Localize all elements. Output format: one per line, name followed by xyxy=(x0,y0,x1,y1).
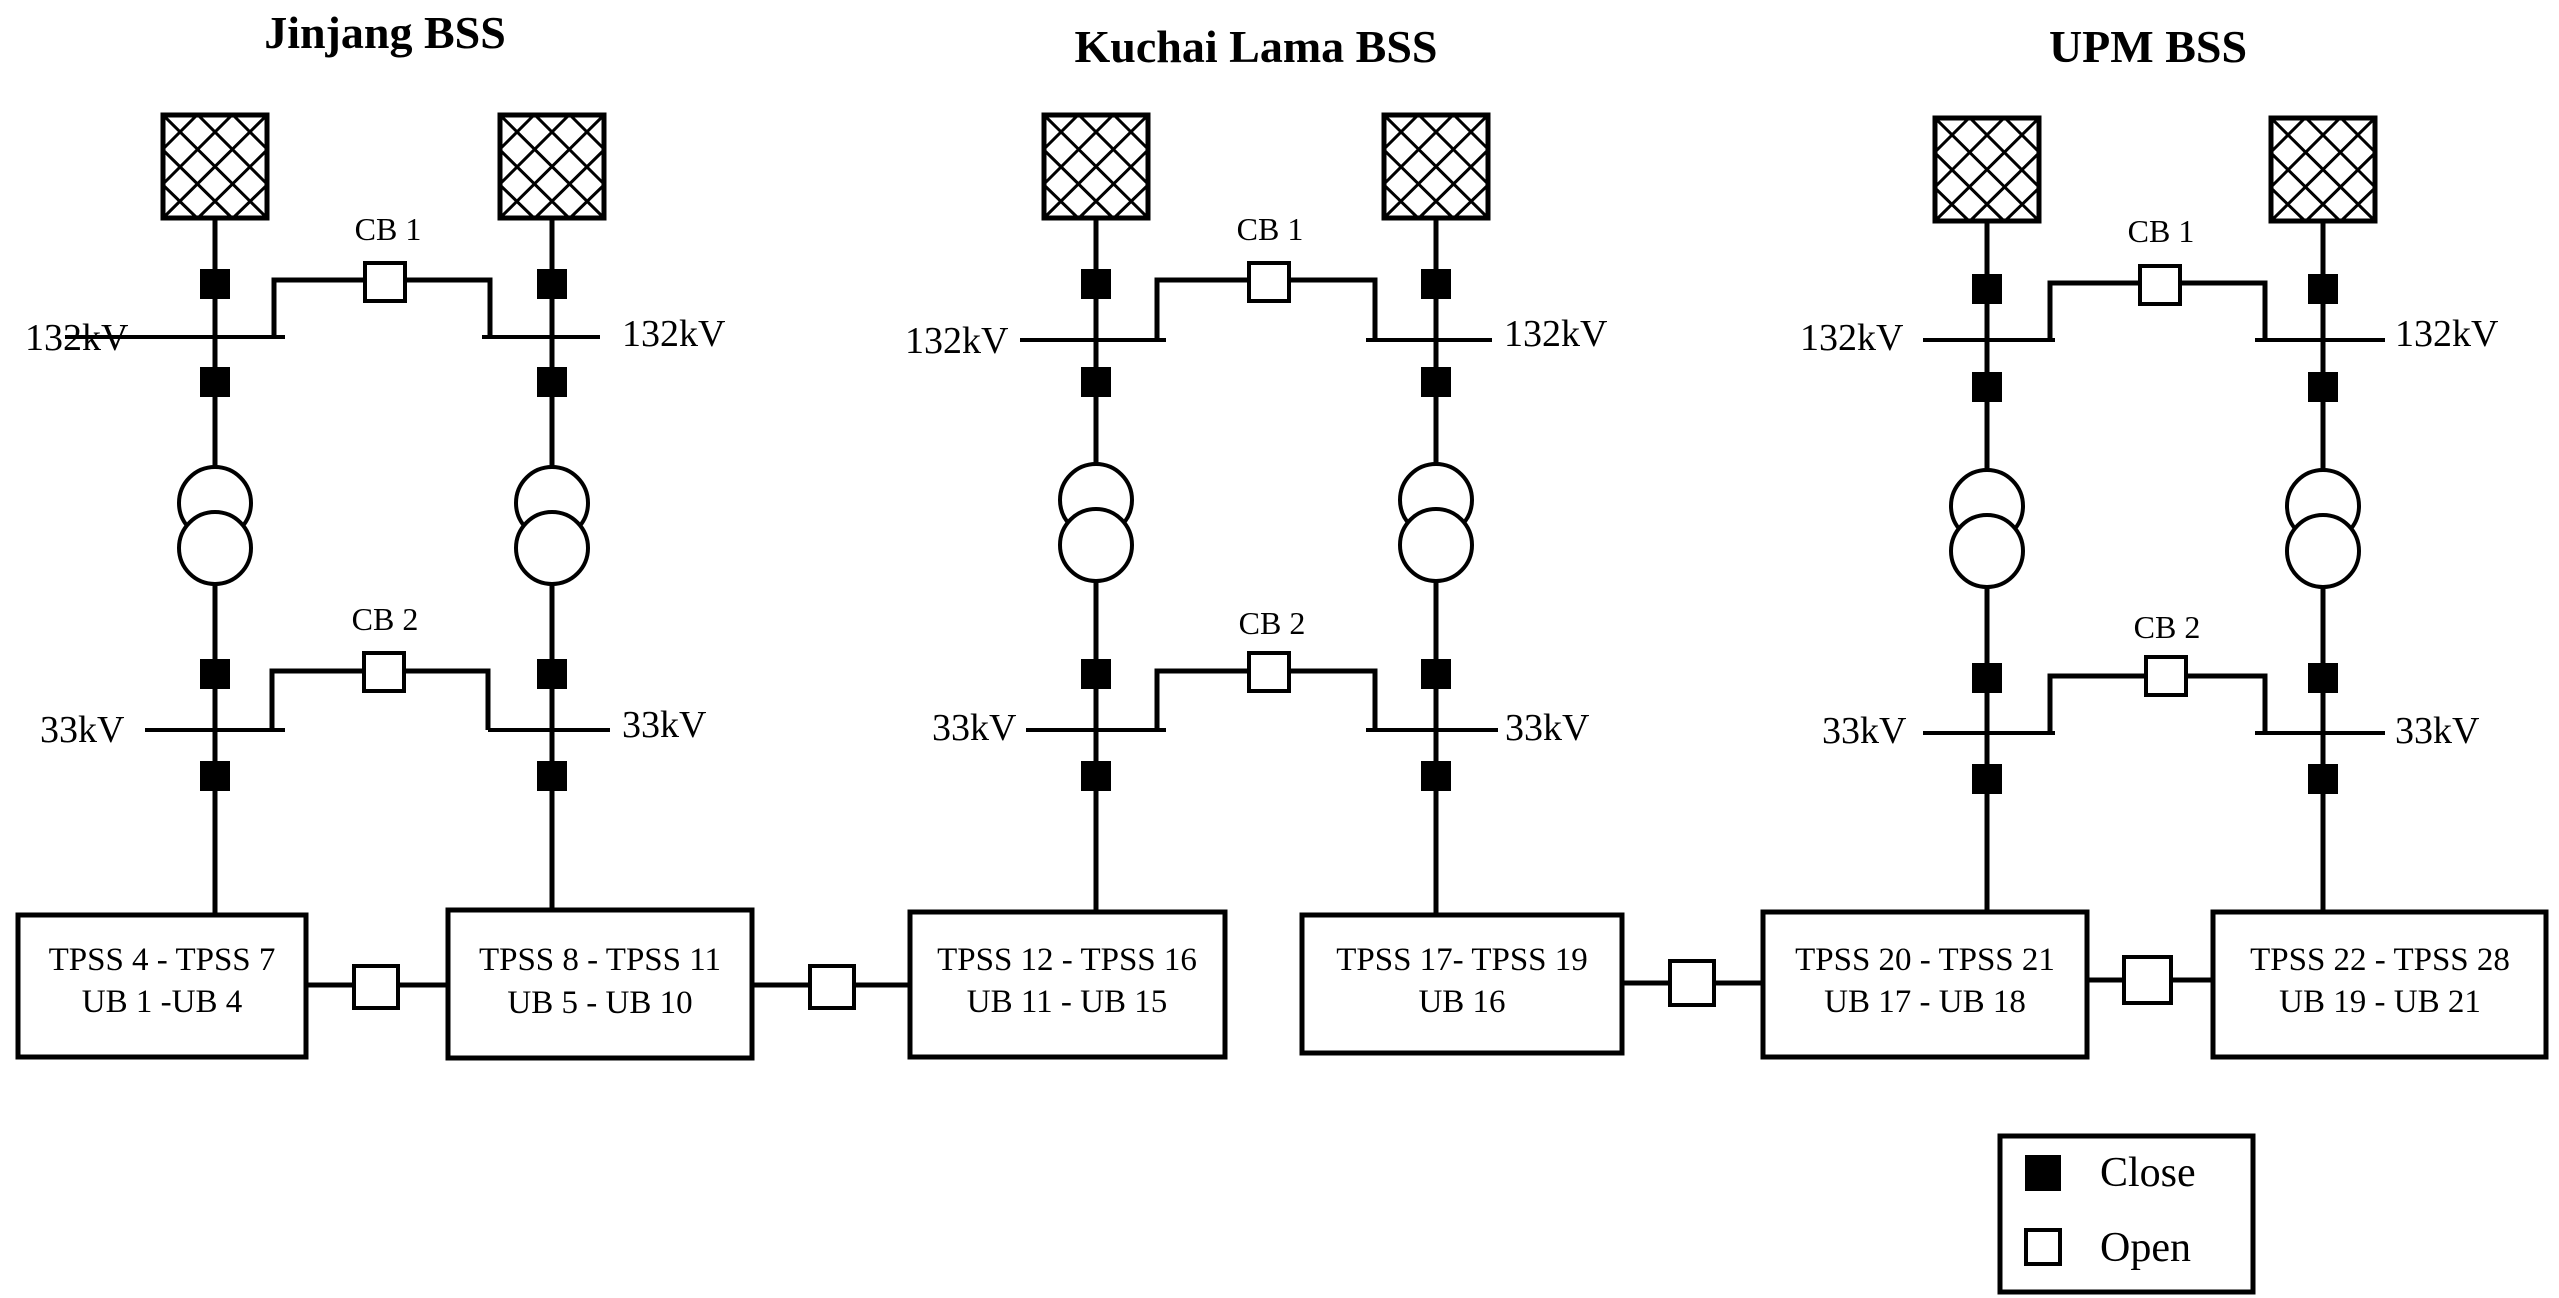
tpss-box: TPSS 20 - TPSS 21 UB 17 - UB 18 xyxy=(1760,909,2090,1060)
grid-source-icon xyxy=(2268,115,2378,224)
station-upm: 132kV 132kV CB 1 33kV 33kV CB 2 xyxy=(1800,115,2499,915)
transformer-icon xyxy=(1058,462,1134,583)
legend: Close Open xyxy=(1997,1133,2256,1295)
label-132kv-right: 132kV xyxy=(2395,313,2499,355)
tpss-box: TPSS 8 - TPSS 11 UB 5 - UB 10 xyxy=(445,907,755,1061)
label-cb2: CB 2 xyxy=(2134,609,2201,645)
grid-source-icon xyxy=(1932,115,2042,224)
label-33kv-right: 33kV xyxy=(2395,710,2480,752)
station-title-kuchai-lama: Kuchai Lama BSS xyxy=(1075,21,1438,72)
tpss-box: TPSS 17- TPSS 19 UB 16 xyxy=(1299,912,1625,1056)
legend-open-label: Open xyxy=(2100,1225,2191,1271)
closed-breaker-icon xyxy=(1421,761,1451,791)
label-cb1: CB 1 xyxy=(1237,211,1304,247)
closed-breaker-icon xyxy=(537,367,567,397)
tpss-box-line1: TPSS 17- TPSS 19 xyxy=(1336,942,1588,978)
open-link-switch-icon xyxy=(808,964,856,1010)
grid-source-icon xyxy=(497,112,607,221)
open-link-switch-icon xyxy=(2122,955,2173,1005)
station-kuchai-lama: 132kV 132kV CB 1 33kV 33kV CB 2 xyxy=(905,112,1608,915)
open-link-switch-icon xyxy=(352,964,400,1010)
open-breaker-cb2-icon xyxy=(1247,651,1291,693)
label-132kv-right: 132kV xyxy=(622,313,726,355)
tpss-box-line1: TPSS 4 - TPSS 7 xyxy=(49,942,276,978)
label-132kv-right: 132kV xyxy=(1504,313,1608,355)
label-33kv-right: 33kV xyxy=(622,704,707,746)
transformer-icon xyxy=(1398,462,1474,583)
grid-source-icon xyxy=(1041,112,1151,221)
closed-breaker-icon xyxy=(1421,269,1451,299)
closed-breaker-icon xyxy=(537,761,567,791)
transformer-icon xyxy=(177,465,253,586)
open-breaker-cb1-icon xyxy=(1247,261,1291,303)
station-title-upm: UPM BSS xyxy=(2049,21,2247,72)
label-cb2: CB 2 xyxy=(352,601,419,637)
label-33kv-right: 33kV xyxy=(1505,707,1590,749)
tpss-box-line1: TPSS 20 - TPSS 21 xyxy=(1795,942,2055,978)
closed-breaker-icon xyxy=(1972,764,2002,794)
legend-close-label: Close xyxy=(2100,1150,2196,1196)
tpss-chain: TPSS 4 - TPSS 7 UB 1 -UB 4 TPSS 8 - TPSS… xyxy=(15,907,2549,1061)
closed-breaker-icon xyxy=(1081,367,1111,397)
closed-breaker-icon xyxy=(2308,663,2338,693)
closed-breaker-icon xyxy=(200,761,230,791)
closed-breaker-icon xyxy=(200,269,230,299)
tpss-box-line1: TPSS 8 - TPSS 11 xyxy=(479,942,721,978)
open-breaker-cb2-icon xyxy=(2144,655,2188,697)
label-33kv-left: 33kV xyxy=(1822,710,1907,752)
label-cb1: CB 1 xyxy=(2128,213,2195,249)
closed-breaker-icon xyxy=(2308,274,2338,304)
closed-breaker-icon xyxy=(1081,659,1111,689)
open-breaker-cb2-icon xyxy=(362,651,406,693)
open-link-switch-icon xyxy=(1668,959,1716,1007)
closed-breaker-icon xyxy=(1972,372,2002,402)
closed-breaker-icon xyxy=(537,659,567,689)
station-title-jinjang: Jinjang BSS xyxy=(264,7,506,58)
tpss-box: TPSS 12 - TPSS 16 UB 11 - UB 15 xyxy=(907,909,1228,1060)
closed-breaker-icon xyxy=(1972,663,2002,693)
legend-closed-icon xyxy=(2025,1155,2061,1191)
open-breaker-cb1-icon xyxy=(363,261,407,303)
label-cb1: CB 1 xyxy=(355,211,422,247)
station-jinjang: 132kV 132kV CB 1 33kV 33kV CB 2 xyxy=(25,112,726,915)
open-breaker-cb1-icon xyxy=(2138,264,2182,306)
transformer-icon xyxy=(514,465,590,586)
label-132kv-left: 132kV xyxy=(905,320,1009,362)
tpss-box-line2: UB 1 -UB 4 xyxy=(82,984,242,1020)
label-33kv-left: 33kV xyxy=(40,709,125,751)
closed-breaker-icon xyxy=(1972,274,2002,304)
tpss-box-line2: UB 5 - UB 10 xyxy=(507,985,692,1021)
tpss-box-line2: UB 16 xyxy=(1418,984,1505,1020)
tpss-box-line1: TPSS 12 - TPSS 16 xyxy=(937,942,1197,978)
closed-breaker-icon xyxy=(200,659,230,689)
closed-breaker-icon xyxy=(2308,764,2338,794)
tpss-box-line2: UB 17 - UB 18 xyxy=(1824,984,2026,1020)
grid-source-icon xyxy=(160,112,270,221)
tpss-box-line2: UB 11 - UB 15 xyxy=(967,984,1167,1020)
label-132kv-left: 132kV xyxy=(1800,317,1904,359)
closed-breaker-icon xyxy=(200,367,230,397)
label-132kv-left: 132kV xyxy=(25,317,129,359)
label-cb2: CB 2 xyxy=(1239,605,1306,641)
closed-breaker-icon xyxy=(1421,367,1451,397)
closed-breaker-icon xyxy=(537,269,567,299)
closed-breaker-icon xyxy=(1081,269,1111,299)
transformer-icon xyxy=(2285,468,2361,589)
tpss-box: TPSS 22 - TPSS 28 UB 19 - UB 21 xyxy=(2210,909,2549,1060)
closed-breaker-icon xyxy=(2308,372,2338,402)
closed-breaker-icon xyxy=(1081,761,1111,791)
label-33kv-left: 33kV xyxy=(932,707,1017,749)
tpss-box: TPSS 4 - TPSS 7 UB 1 -UB 4 xyxy=(15,912,309,1060)
grid-source-icon xyxy=(1381,112,1491,221)
transformer-icon xyxy=(1949,468,2025,589)
tpss-box-line1: TPSS 22 - TPSS 28 xyxy=(2250,942,2510,978)
tpss-box-line2: UB 19 - UB 21 xyxy=(2279,984,2481,1020)
legend-open-icon xyxy=(2024,1228,2062,1266)
closed-breaker-icon xyxy=(1421,659,1451,689)
